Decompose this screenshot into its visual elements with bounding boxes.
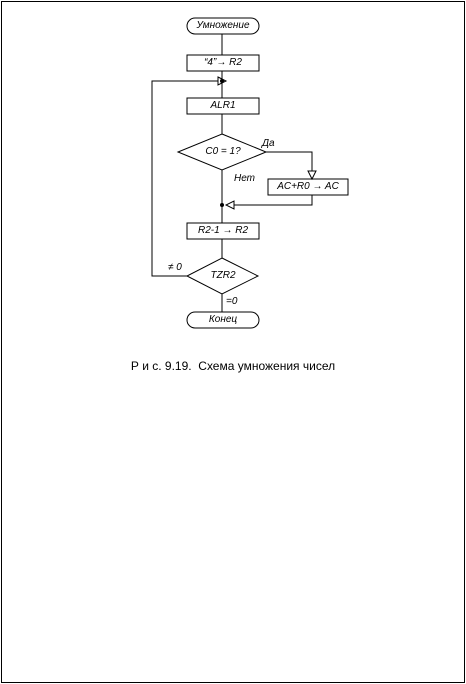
connector-add-return <box>227 195 313 206</box>
shift-label: ALR1 <box>210 100 236 111</box>
connector-loop-back <box>151 80 218 277</box>
start-label: Умножение <box>196 20 250 31</box>
edge-label-zero: =0 <box>226 296 238 307</box>
edge-label-no: Нет <box>234 173 256 184</box>
edge-label-yes: Да <box>262 138 275 149</box>
junction-dot-top <box>220 79 224 83</box>
edge-label-not-zero: ≠ 0 <box>168 262 182 273</box>
junction-dot-merge <box>220 203 224 207</box>
shift-process-box <box>186 97 260 115</box>
condition-c0-label: C0 = 1? <box>205 146 241 157</box>
init-label: “4”→ R2 <box>204 57 242 68</box>
figure-caption: Р и с. 9.19. Схема умножения чисел <box>130 359 336 373</box>
connector-yes-branch <box>266 151 313 175</box>
init-process-box <box>186 54 260 72</box>
add-process-box <box>267 178 349 196</box>
decrement-label: R2-1 → R2 <box>197 225 248 236</box>
arrowhead-yes <box>307 170 317 181</box>
add-label: AC+R0 → AC <box>277 181 339 192</box>
arrowhead-merge <box>224 200 235 210</box>
end-terminator <box>186 311 260 329</box>
decrement-process-box <box>186 222 260 240</box>
test-zero-label: TZR2 <box>210 270 236 281</box>
start-terminator <box>186 17 260 35</box>
end-label: Конец <box>208 314 238 325</box>
